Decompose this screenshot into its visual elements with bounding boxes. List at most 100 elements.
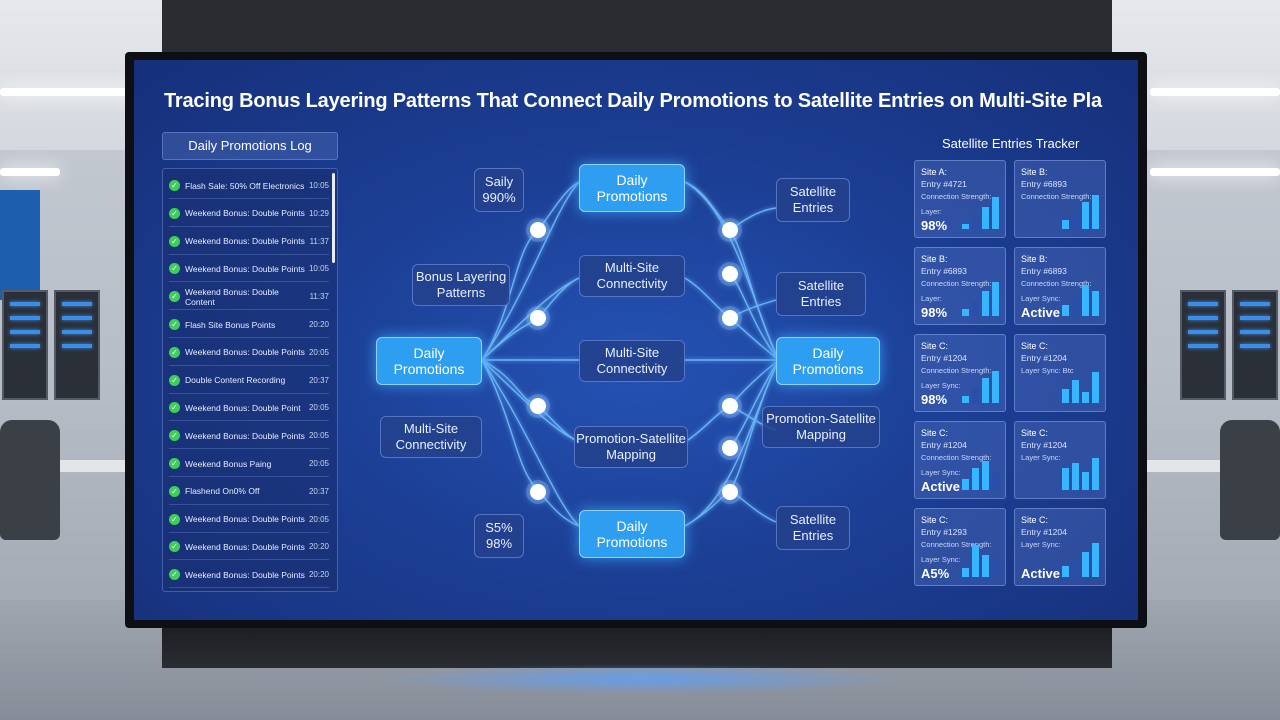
server-rack (1232, 290, 1278, 400)
card-bar (962, 396, 969, 403)
card-bar (1072, 561, 1079, 577)
junction-node[interactable] (530, 398, 546, 414)
card-label: Layer Sync: (1021, 540, 1061, 549)
log-row-text: Weekend Bonus: Double Points (185, 569, 305, 580)
check-icon: ✓ (169, 180, 180, 191)
log-row-time: 11:37 (309, 236, 329, 246)
log-row-text: Flash Sale: 50% Off Electronics (185, 180, 305, 191)
card-bar-chart (959, 541, 999, 577)
card-sublabel: Layer: (921, 294, 942, 303)
wall-logo-panel (0, 190, 40, 300)
check-icon: ✓ (169, 291, 180, 303)
node-multisite-middle[interactable]: Multi-Site Connectivity (579, 340, 685, 382)
node-satellite-entries-3[interactable]: Satellite Entries (776, 506, 850, 550)
junction-node[interactable] (722, 222, 738, 238)
card-entry: Entry #1204 (1021, 440, 1067, 450)
office-chair (0, 420, 60, 540)
card-bar (982, 461, 989, 490)
log-row-text: Flash Site Bonus Points (185, 319, 276, 330)
card-bar (1072, 380, 1079, 403)
card-bar (992, 282, 999, 316)
junction-node[interactable] (722, 398, 738, 414)
junction-node[interactable] (722, 266, 738, 282)
log-scrollbar[interactable] (332, 173, 335, 263)
junction-node[interactable] (722, 440, 738, 456)
ceiling-light (1150, 88, 1280, 96)
node-daily-promotions-right[interactable]: Daily Promotions (776, 337, 880, 385)
card-bar-chart (1059, 193, 1099, 229)
node-satellite-entries-1[interactable]: Satellite Entries (776, 178, 850, 222)
log-row-time: 20:05 (308, 459, 329, 468)
metric-top: Saily 990% (474, 168, 524, 212)
check-icon: ✓ (169, 319, 180, 330)
check-icon: ✓ (169, 207, 180, 219)
log-row-text: Weekend Bonus: Double Points (185, 263, 305, 274)
log-row-time: 20:05 (308, 347, 329, 357)
card-sublabel: Layer: (921, 207, 942, 216)
card-value: A5% (921, 566, 950, 581)
junction-node[interactable] (530, 222, 546, 238)
card-label: Connection Strength: (921, 366, 992, 375)
card-value: Active (1021, 566, 1061, 581)
junction-node[interactable] (530, 484, 546, 500)
stand-glow (380, 664, 900, 694)
node-satellite-entries-2[interactable]: Satellite Entries (776, 272, 866, 316)
card-value: 98% (921, 218, 948, 233)
node-daily-promotions-left[interactable]: Daily Promotions (376, 337, 482, 385)
ceiling-light (1150, 168, 1280, 176)
node-multisite-upper[interactable]: Multi-Site Connectivity (579, 255, 685, 297)
node-daily-promotions-top[interactable]: Daily Promotions (579, 164, 685, 212)
node-promo-satellite-center[interactable]: Promotion-Satellite Mapping (574, 426, 688, 468)
check-icon: ✓ (169, 402, 180, 414)
log-row-text: Weekend Bonus: Double Points (185, 430, 305, 441)
junction-node[interactable] (722, 484, 738, 500)
card-bar (972, 216, 979, 229)
check-icon: ✓ (169, 569, 180, 581)
junction-node[interactable] (722, 310, 738, 326)
card-sublabel: Layer Sync: (921, 555, 961, 564)
card-bar (1082, 552, 1089, 577)
card-site: Site A: (921, 167, 948, 177)
node-daily-promotions-bottom[interactable]: Daily Promotions (579, 510, 685, 558)
card-bar-chart (1059, 280, 1099, 316)
card-site: Site C: (1021, 341, 1049, 351)
log-row-text: Weekend Bonus: Double Content (185, 286, 279, 307)
card-label: Connection Strength: (921, 540, 992, 549)
card-bar-chart (1059, 454, 1099, 490)
card-bar (1082, 202, 1089, 229)
card-bar (1092, 195, 1099, 229)
card-bar (1072, 463, 1079, 490)
node-bonus-layering[interactable]: Bonus Layering Patterns (412, 264, 510, 306)
node-multisite-left[interactable]: Multi-Site Connectivity (380, 416, 482, 458)
log-row-time: 20:37 (308, 486, 329, 496)
node-promo-satellite-right[interactable]: Promotion-Satellite Mapping (762, 406, 880, 448)
card-bar (982, 291, 989, 316)
junction-node[interactable] (530, 310, 546, 326)
